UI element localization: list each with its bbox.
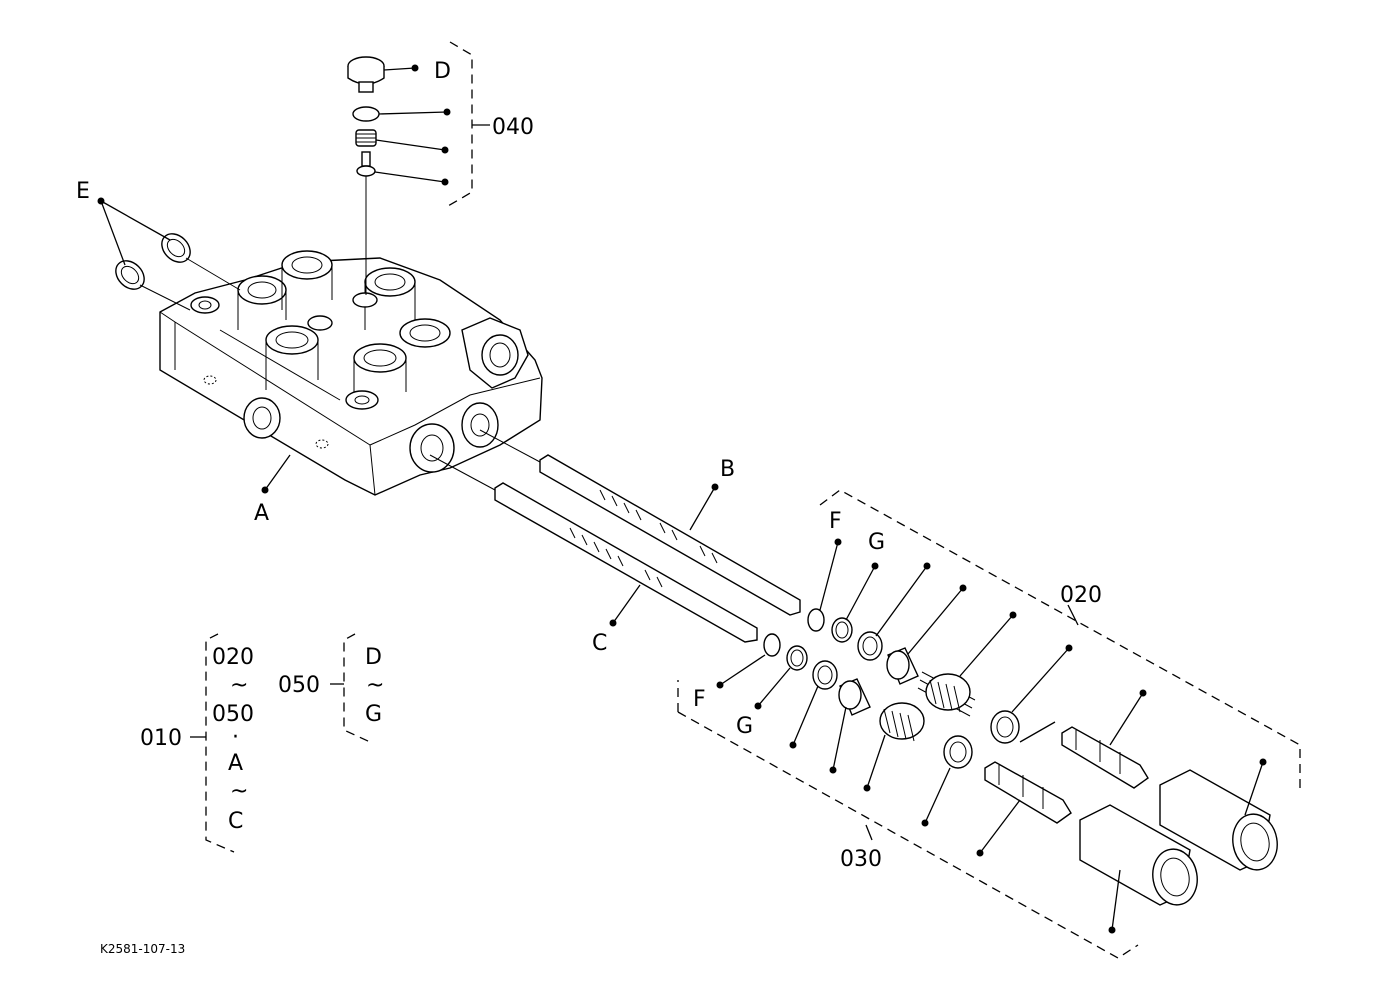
label-c: C bbox=[592, 631, 607, 656]
seals-f-g bbox=[763, 608, 883, 690]
legend-010-line: 020 bbox=[212, 645, 254, 670]
cups-and-springs bbox=[838, 647, 1020, 769]
legend-010-line: ~ bbox=[230, 779, 248, 804]
legend-010-line: 050 bbox=[212, 702, 254, 727]
group-020-label: 020 bbox=[1060, 583, 1102, 608]
group-030-label: 030 bbox=[840, 847, 882, 872]
leader-lines bbox=[97, 64, 1267, 934]
legend-010-line: · bbox=[232, 725, 239, 750]
end-caps bbox=[1079, 769, 1278, 906]
legend-010-code: 010 bbox=[140, 726, 182, 751]
label-b: B bbox=[720, 457, 735, 482]
legend-050-line: ~ bbox=[366, 673, 384, 698]
valve-body bbox=[159, 250, 543, 496]
group-brackets bbox=[190, 41, 1301, 959]
legend-010-line: C bbox=[228, 809, 243, 834]
label-g-lower: G bbox=[736, 714, 753, 739]
label-g-upper: G bbox=[868, 530, 885, 555]
relief-valve-stack-d bbox=[347, 56, 385, 295]
legend-010-line: ~ bbox=[230, 673, 248, 698]
label-f-lower: F bbox=[693, 687, 706, 712]
legend-010: 010 020 ~ 050 · A ~ C bbox=[140, 645, 254, 834]
label-e: E bbox=[76, 179, 90, 204]
legend-050-line: D bbox=[365, 645, 382, 670]
stop-bolts bbox=[984, 726, 1149, 824]
label-d: D bbox=[434, 59, 451, 84]
o-rings-e bbox=[115, 233, 241, 311]
group-040-label: 040 bbox=[492, 115, 534, 140]
drawing-code: K2581-107-13 bbox=[100, 942, 185, 956]
legend-050: 050 D ~ G bbox=[278, 645, 384, 727]
label-f-upper: F bbox=[829, 509, 842, 534]
legend-050-code: 050 bbox=[278, 673, 320, 698]
label-a: A bbox=[254, 501, 269, 526]
legend-050-line: G bbox=[365, 702, 382, 727]
spools bbox=[429, 429, 801, 643]
legend-010-line: A bbox=[228, 751, 243, 776]
